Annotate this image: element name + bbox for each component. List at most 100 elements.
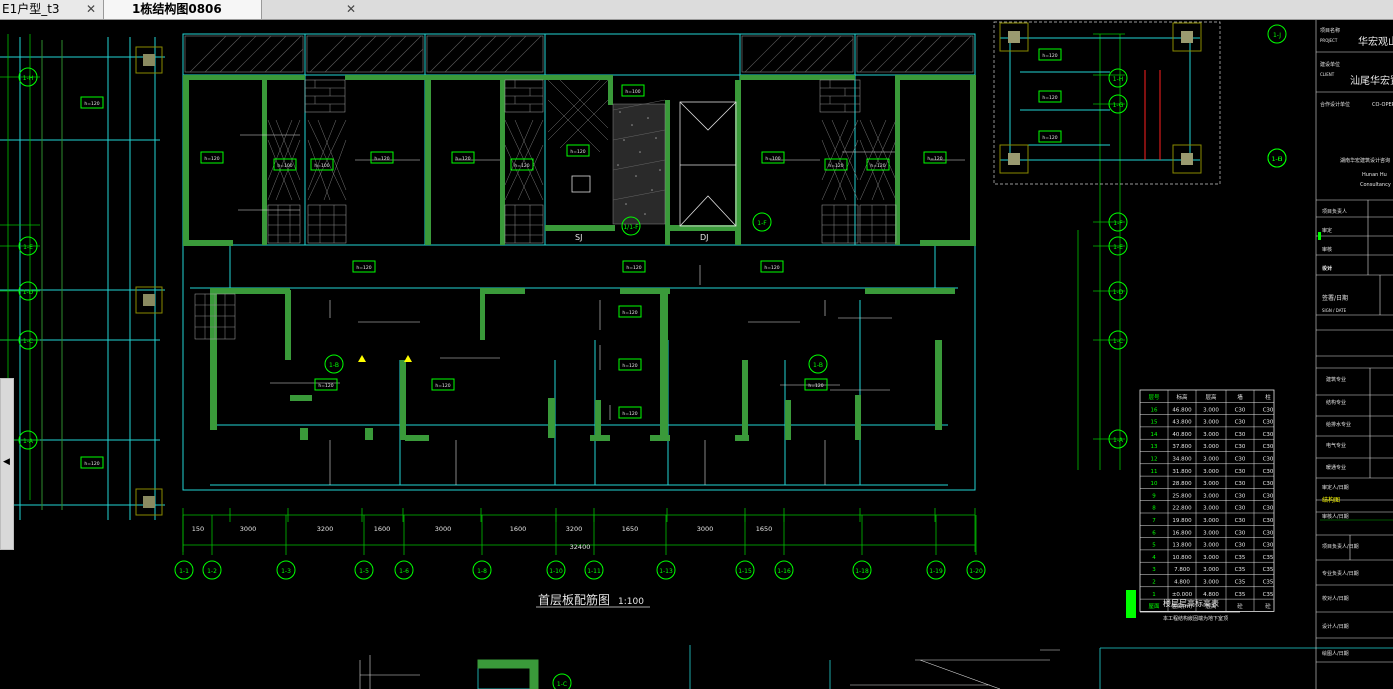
table-cell: 4.800 xyxy=(1203,592,1219,598)
slab-thickness-tag xyxy=(923,151,947,164)
discipline-label: 建筑专业 xyxy=(1326,376,1346,383)
table-cell: 3.000 xyxy=(1203,444,1219,450)
grid-bubble-circle xyxy=(808,354,828,374)
table-title: 楼层层高标高表 xyxy=(1163,598,1219,608)
grid-bubble: 1-10 xyxy=(549,568,563,575)
table-cell: C30 xyxy=(1263,444,1274,450)
close-icon[interactable]: ✕ xyxy=(85,2,97,16)
grid-bubble-circle xyxy=(546,560,566,580)
table-cell: 3.000 xyxy=(1203,420,1219,426)
slab-thickness-tag xyxy=(566,144,590,157)
approval-label: 审定人/日期 xyxy=(1322,484,1349,491)
slab-thickness-label: h=120 xyxy=(1042,135,1057,141)
table-cell: 层高 xyxy=(1205,393,1217,401)
grid-bubble-circle xyxy=(324,354,344,374)
grid-bubble-circle xyxy=(852,560,872,580)
grid-bubble-circle xyxy=(276,560,296,580)
signoff-label: 项目负责人 xyxy=(1322,208,1347,215)
table-cell: 12 xyxy=(1151,457,1158,463)
signoff-label: 审核 xyxy=(1322,246,1332,253)
table-cell: 13.800 xyxy=(1172,543,1192,549)
table-cell: C30 xyxy=(1235,469,1246,475)
slab-thickness-tag xyxy=(804,378,828,391)
slab-thickness-label: h=120 xyxy=(356,265,371,271)
slab-thickness-tag xyxy=(80,96,104,109)
collapse-arrow-icon: ◀ xyxy=(3,457,10,467)
tab-label: E1户型_t3 xyxy=(2,2,60,16)
table-cell: 19.800 xyxy=(1172,518,1192,524)
tab-label: 1栋结构图0806 xyxy=(132,2,222,16)
grid-bubble: 1-E xyxy=(1113,244,1123,251)
table-cell: C30 xyxy=(1235,493,1246,499)
room-label: DJ xyxy=(700,233,709,242)
slab-thickness-label: h=120 xyxy=(570,149,585,155)
slab-thickness-tag xyxy=(1038,48,1062,61)
table-cell: 46.800 xyxy=(1172,407,1192,413)
table-cell: 15 xyxy=(1151,420,1158,426)
close-icon[interactable]: ✕ xyxy=(345,2,357,16)
grid-bubble-circle xyxy=(174,560,194,580)
grid-bubble: 1-H xyxy=(23,75,34,82)
grid-bubble-circle xyxy=(18,236,38,256)
grid-bubble-circle xyxy=(394,560,414,580)
table-cell: 砼 xyxy=(1265,602,1271,610)
tab-structure-drawing[interactable]: 1栋结构图0806 ✕ xyxy=(104,0,356,19)
grid-bubble-circle xyxy=(926,560,946,580)
grid-bubble: 1-1 xyxy=(179,568,189,575)
drawing-title: 首层板配筋图 xyxy=(538,592,610,607)
table-cell: C35 xyxy=(1263,592,1274,598)
slab-thickness-label: h=120 xyxy=(204,156,219,162)
company-name: 湖南华宏建筑设计咨询 xyxy=(1340,157,1390,164)
slab-thickness-tag xyxy=(621,84,645,97)
grid-bubble-circle xyxy=(18,330,38,350)
grid-bubble-circle xyxy=(18,430,38,450)
table-cell: C30 xyxy=(1235,518,1246,524)
table-cell: C35 xyxy=(1263,580,1274,586)
grid-bubble: 1-B xyxy=(813,362,823,369)
grid-bubble: 1-G xyxy=(1113,102,1124,109)
grid-bubble: 1-E xyxy=(23,244,33,251)
discipline-label: 电气专业 xyxy=(1326,442,1346,449)
grid-bubble: 1-A xyxy=(1113,437,1124,444)
discipline-label: 暖通专业 xyxy=(1326,464,1346,471)
table-cell: 层高 xyxy=(1205,602,1217,610)
side-panel-toggle[interactable]: ◀ xyxy=(0,378,14,550)
grid-bubble-circle xyxy=(735,560,755,580)
grid-bubble: 1-C xyxy=(23,338,33,345)
table-cell: 3.000 xyxy=(1203,543,1219,549)
table-cell: 3.000 xyxy=(1203,580,1219,586)
grid-bubble-circle xyxy=(1108,429,1128,449)
slab-thickness-tag xyxy=(761,151,785,164)
table-cell: 层号 xyxy=(1148,394,1160,401)
table-cell: C30 xyxy=(1263,407,1274,413)
table-cell: C35 xyxy=(1235,592,1246,598)
slab-thickness-label: h=100 xyxy=(765,156,780,162)
grid-bubble-circle xyxy=(1108,236,1128,256)
slab-thickness-label: h=120 xyxy=(764,265,779,271)
drawing-canvas[interactable]: 1-11-21-31-51-61-81-101-111-131-151-161-… xyxy=(0,20,1393,689)
slab-thickness-tag xyxy=(310,158,334,171)
grid-bubble-circle xyxy=(552,673,572,689)
slab-thickness-label: h=120 xyxy=(622,363,637,369)
grid-bubble-circle xyxy=(18,67,38,87)
dimension-text: 150 xyxy=(192,525,204,533)
table-marker xyxy=(1126,590,1136,618)
table-cell: C35 xyxy=(1235,580,1246,586)
grid-bubble: 1-J xyxy=(1273,32,1281,39)
grid-bubble: 1-6 xyxy=(399,568,409,575)
dimension-text: 3000 xyxy=(435,525,452,533)
grid-bubble-circle xyxy=(1108,68,1128,88)
seal-label-en: SIGN / DATE xyxy=(1322,308,1347,313)
table-cell: C30 xyxy=(1263,432,1274,438)
slab-thickness-label: h=120 xyxy=(927,156,942,162)
approval-label: 专业负责人/日期 xyxy=(1322,570,1359,577)
grid-bubble: 1-20 xyxy=(969,568,983,575)
tab-e1-layout[interactable]: E1户型_t3 ✕ xyxy=(0,0,104,19)
table-cell: C30 xyxy=(1263,506,1274,512)
table-cell: 34.800 xyxy=(1172,457,1192,463)
table-cell: 11 xyxy=(1151,469,1158,475)
table-cell: 9 xyxy=(1152,493,1156,499)
table-cell: 28.800 xyxy=(1172,481,1192,487)
table-cell: 22.800 xyxy=(1172,506,1192,512)
